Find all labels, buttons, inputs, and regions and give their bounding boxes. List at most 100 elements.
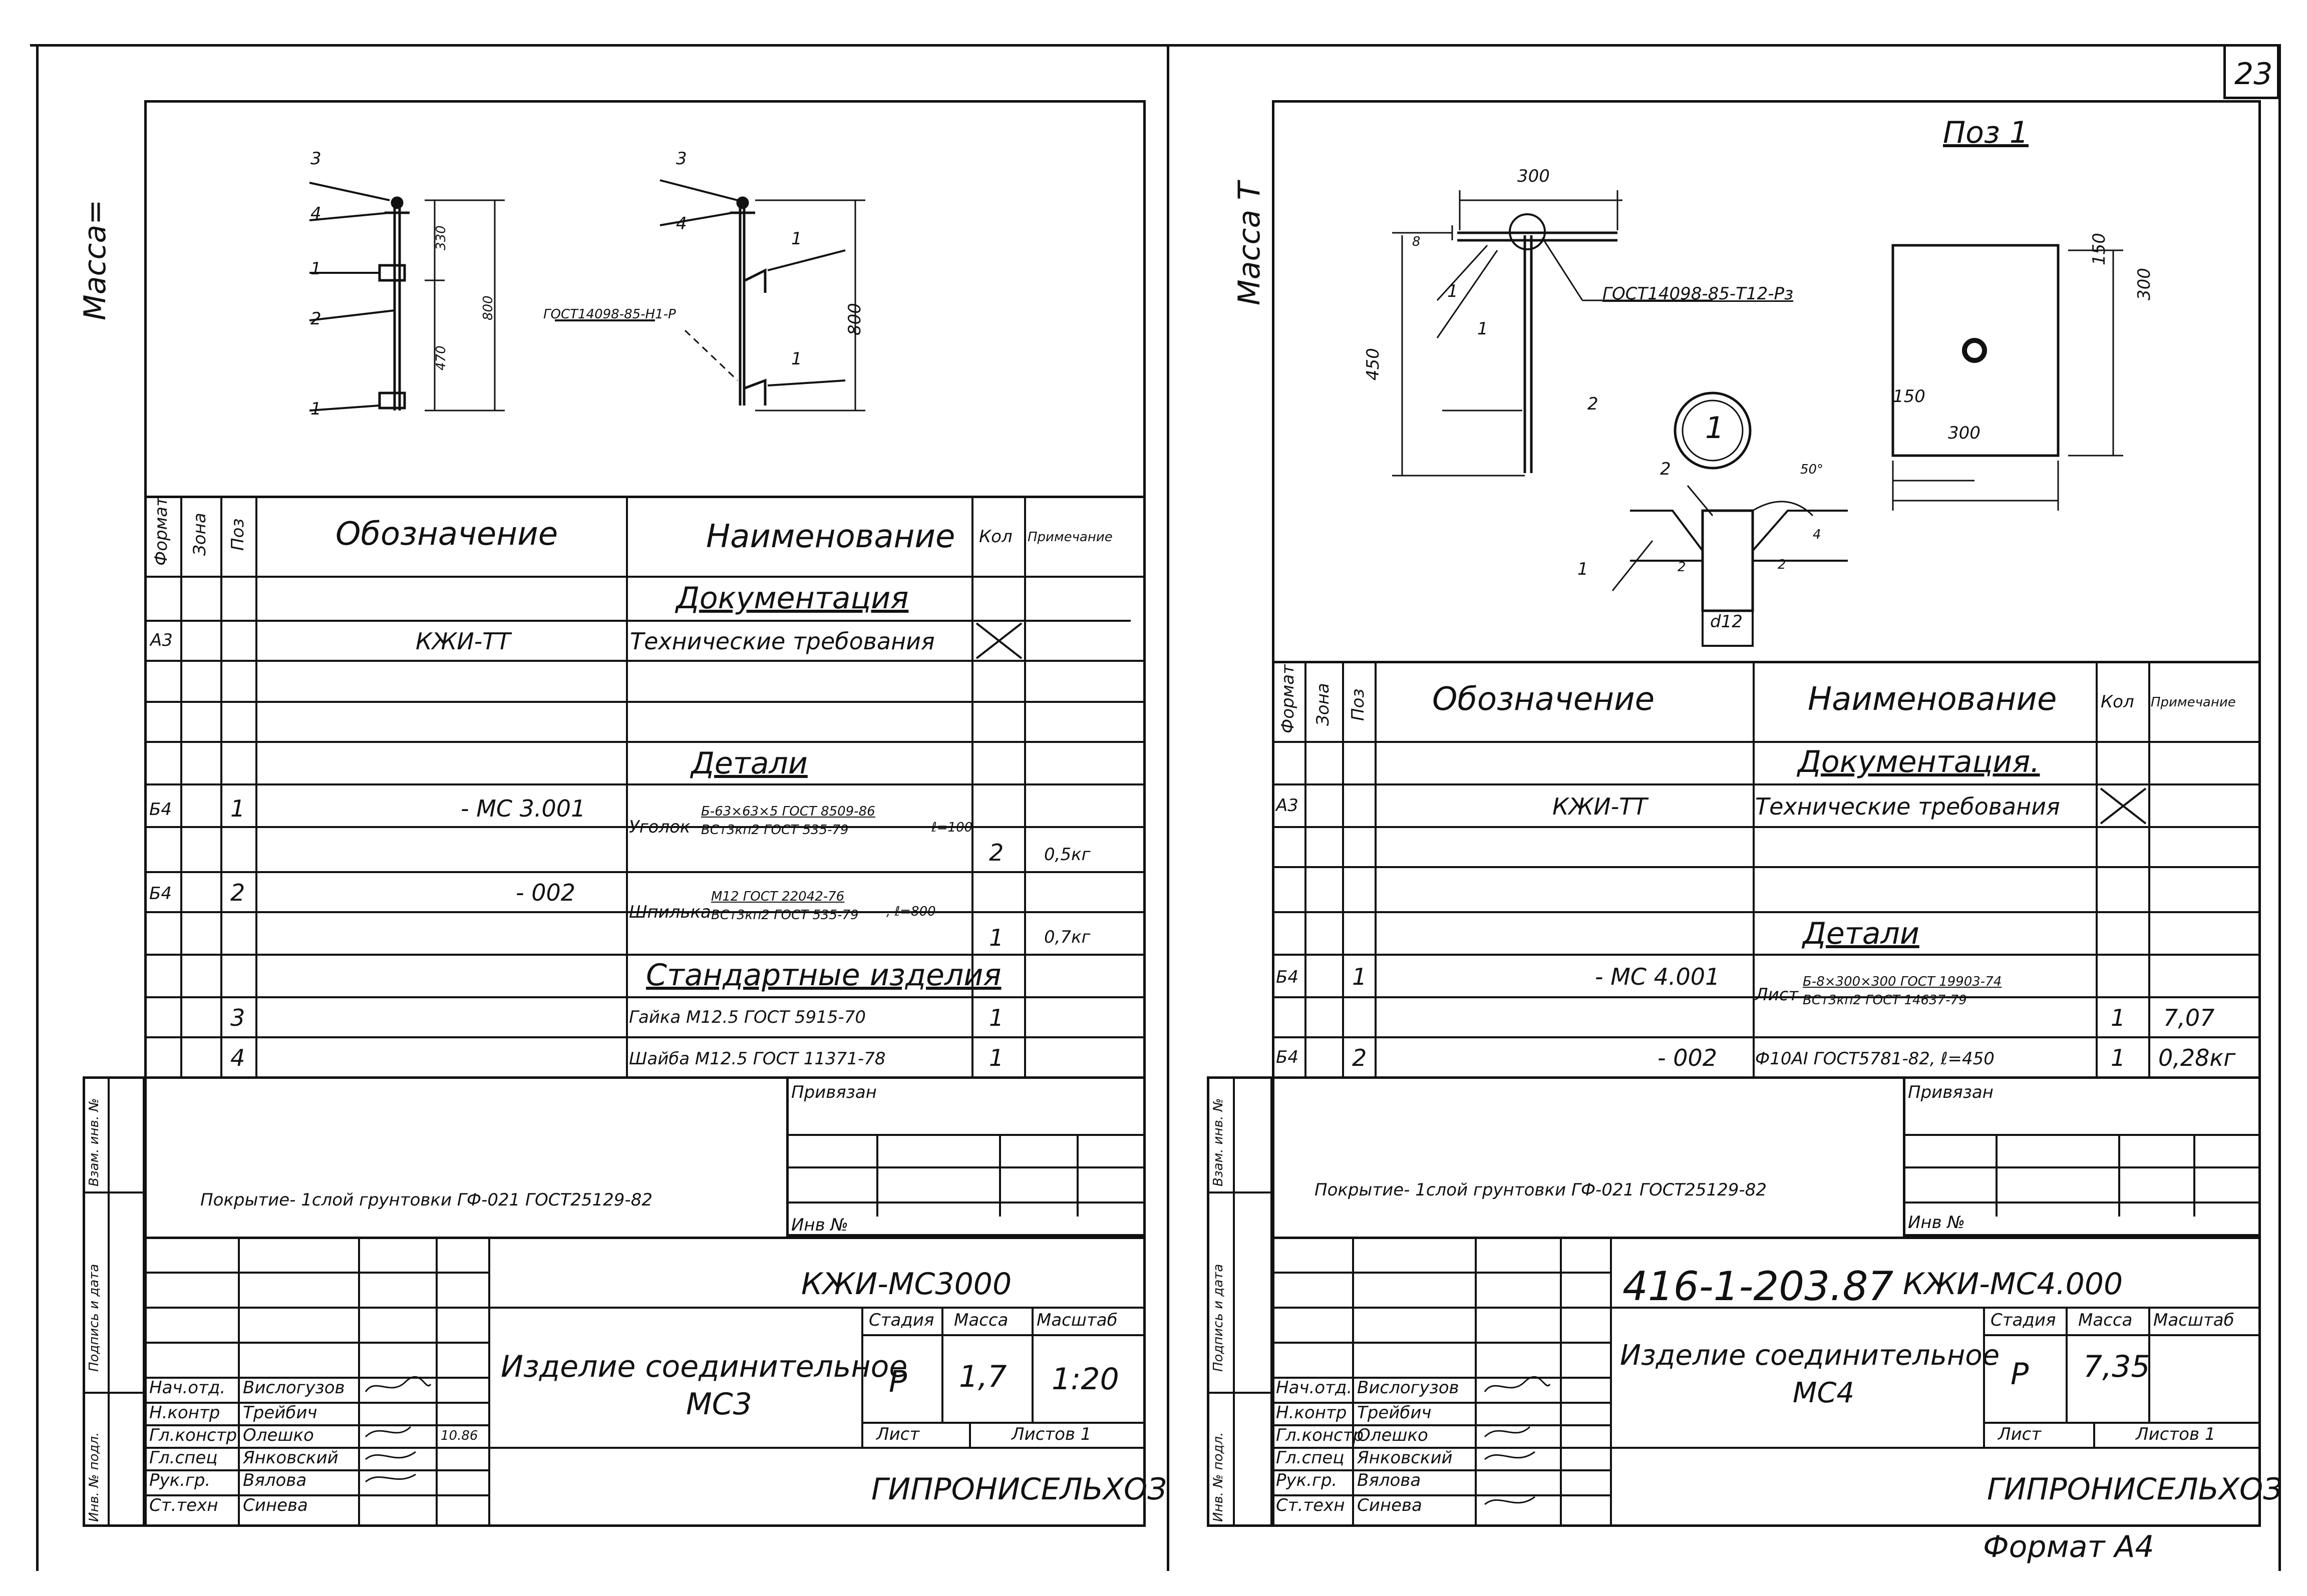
signature-scribbles [365,1376,432,1483]
weld-leg: 4 [1813,527,1821,542]
section-parts: Детали [691,746,808,781]
hdr-format: Формат [151,497,171,566]
right-coating: Покрытие- 1слой грунтовки ГФ-021 ГОСТ251… [1314,1180,1767,1200]
left-item-name-1: Изделие соединительное [501,1349,908,1384]
dim-330: 330 [434,225,449,250]
part1-name: Уголок [629,817,691,837]
signature-scribbles [1484,1376,1551,1505]
right-sheets: Листов 1 [2136,1424,2216,1444]
part1-pos: 1 [230,795,245,822]
doc-format: А3 [1276,795,1298,816]
callout: 1 [791,229,802,249]
left-scale: 1:20 [1052,1362,1119,1397]
right-weld-note: ГОСТ14098-85-Т12-Рз [1602,284,1794,304]
node-callout: 2 [1660,459,1671,479]
hdr-qty: Кол [979,527,1013,547]
callout: 4 [310,204,321,224]
hdr-name: Наименование [1808,681,2057,718]
dim-450: 450 [1363,348,1383,380]
std2-name: Шайба М12.5 ГОСТ 11371-78 [629,1049,886,1069]
part1-note: 7,07 [2163,1004,2215,1031]
left-mass-h: Масса [954,1310,1009,1330]
left-scale-h: Масштаб [1037,1310,1118,1330]
hdr-zone: Зона [190,513,210,556]
right-person: Вислогузов [1357,1378,1459,1398]
part2-format: Б4 [149,884,172,904]
node-number: 1 [1705,411,1725,446]
doc-name: Технические требования [1755,793,2060,820]
right-inv-no: Инв № [1908,1213,1965,1233]
part2-name: Шпилька [629,902,711,922]
part2-frac-top: М12 ГОСТ 22042-76 [711,889,845,904]
hdr-pos: Поз [1348,688,1368,721]
left-role: Гл.констр [149,1425,237,1445]
callout: 1 [791,349,802,369]
project-number: 416-1-203.87 [1622,1263,1894,1310]
part1-name: Лист [1755,985,1799,1005]
plate-dim: 150 [2089,233,2109,265]
std1-name: Гайка М12.5 ГОСТ 5915-70 [629,1007,866,1027]
left-assembly-drawing [309,179,865,412]
plate-dim: 150 [1893,386,1925,407]
part1-qty: 2 [989,839,1004,866]
right-role: Ст.техн [1276,1495,1345,1515]
left-person: Янковский [243,1448,339,1468]
part1-pos: 1 [1352,963,1367,990]
part2-name: Ф10АI ГОСТ5781-82, ℓ=450 [1755,1049,1995,1069]
hdr-pos: Поз [228,518,248,551]
hdr-designation: Обозначение [336,516,558,553]
right-title-block [1272,1237,2261,1527]
stamp-inv-orig: Инв. № подл. [1211,1432,1226,1522]
part1-length: ℓ=100 [931,820,973,835]
right-person: Янковский [1357,1448,1453,1468]
left-inv-no: Инв № [791,1215,848,1235]
left-role: Рук.гр. [149,1470,211,1490]
format-label: Формат А4 [1983,1529,2154,1564]
left-person: Вялова [243,1470,307,1490]
section-docs: Документация. [1798,744,2040,779]
left-role: Ст.техн [149,1495,218,1515]
part1-designation: - МС 3.001 [461,795,586,822]
right-item-name-1: Изделие соединительное [1620,1339,2000,1372]
left-role: Нач.отд. [149,1378,226,1398]
part1-frac-bottom: ВСт3кп2 ГОСТ 535-79 [701,823,849,838]
weld-note: ГОСТ14098-85-Н1-Р [543,307,676,322]
left-item-name-2: МС3 [686,1387,752,1422]
right-stage-h: Стадия [1991,1310,2056,1330]
std1-pos: 3 [230,1004,245,1031]
stamp-replace-inv: Взам. инв. № [87,1098,102,1186]
left-role: Гл.спец [149,1448,218,1468]
right-mass: 7,35 [2083,1349,2150,1384]
left-stage: Р [889,1364,907,1399]
left-sheet: Лист [876,1424,920,1444]
right-person: Олешко [1357,1425,1428,1445]
left-doc-cross [975,622,1023,659]
plate-dim: 300 [1948,423,1981,443]
stamp-inv-orig: Инв. № подл. [87,1432,102,1522]
right-role: Рук.гр. [1276,1470,1338,1490]
pos1-label: Поз 1 [1943,115,2029,150]
callout: 2 [310,309,321,329]
dim-470: 470 [434,345,449,370]
left-doc-code: КЖИ-МС3000 [801,1267,1012,1302]
part1-frac-top: Б-63×63×5 ГОСТ 8509-86 [701,804,875,819]
stamp-signature-date: Подпись и дата [1211,1264,1226,1372]
callout: 1 [310,399,321,419]
left-stage-h: Стадия [869,1310,934,1330]
doc-designation: КЖИ-ТТ [416,628,511,655]
plate-dim: 300 [2134,268,2154,300]
hdr-name: Наименование [706,518,955,555]
callout: 3 [310,149,321,169]
right-person: Трейбич [1357,1403,1432,1423]
part2-qty: 1 [2111,1044,2126,1071]
left-side-label: Масса= [78,199,113,320]
part2-note: 0,7кг [1044,927,1091,947]
gap: 2 [1778,557,1786,572]
left-role: Н.контр [149,1403,220,1423]
left-title-block [144,1237,1146,1527]
section-parts: Детали [1803,916,1919,951]
right-detail-drawing [1392,190,2123,647]
right-org: ГИПРОНИСЕЛЬХОЗ [1987,1472,2282,1507]
dim-8: 8 [1412,234,1421,249]
section-std: Стандартные изделия [646,958,1002,993]
